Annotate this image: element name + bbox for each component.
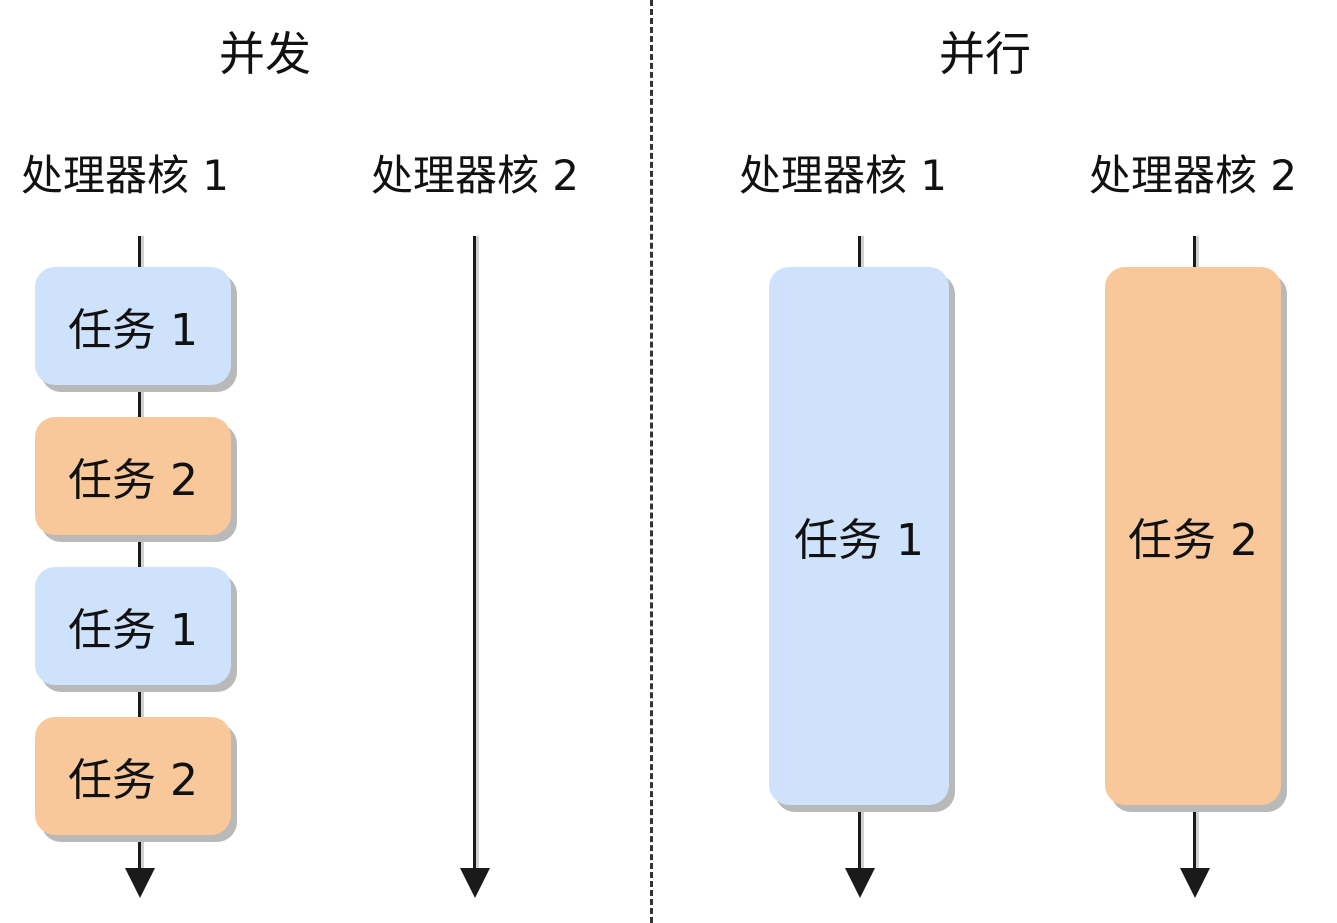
concurrency-core1-label: 处理器核 1 (20, 151, 230, 200)
task-label: 任务 2 (1128, 515, 1258, 566)
section-divider (650, 0, 653, 923)
concurrency-core2-timeline (473, 236, 476, 872)
concurrency-core1-arrow-head (125, 868, 155, 898)
parallelism-task-block: 任务 1 (769, 267, 949, 805)
task-label: 任务 2 (68, 455, 198, 506)
task-label: 任务 1 (68, 605, 198, 656)
parallelism-title: 并行 (939, 27, 1031, 81)
concurrency-core2-label: 处理器核 2 (370, 151, 580, 200)
concurrency-task-block: 任务 1 (35, 267, 231, 385)
concurrency-task-block: 任务 2 (35, 717, 231, 835)
parallelism-core1-label: 处理器核 1 (738, 151, 948, 200)
task-label: 任务 2 (68, 755, 198, 806)
parallelism-core2-label: 处理器核 2 (1088, 151, 1298, 200)
parallelism-task-block: 任务 2 (1105, 267, 1281, 805)
task-label: 任务 1 (794, 515, 924, 566)
parallelism-core2-arrow-head (1180, 868, 1210, 898)
task-label: 任务 1 (68, 305, 198, 356)
concurrency-task-block: 任务 2 (35, 417, 231, 535)
concurrency-title: 并发 (219, 27, 311, 81)
concurrency-core1-timeline (138, 236, 141, 872)
concurrency-core2-arrow-head (460, 868, 490, 898)
parallelism-core1-arrow-head (845, 868, 875, 898)
concurrency-task-block: 任务 1 (35, 567, 231, 685)
